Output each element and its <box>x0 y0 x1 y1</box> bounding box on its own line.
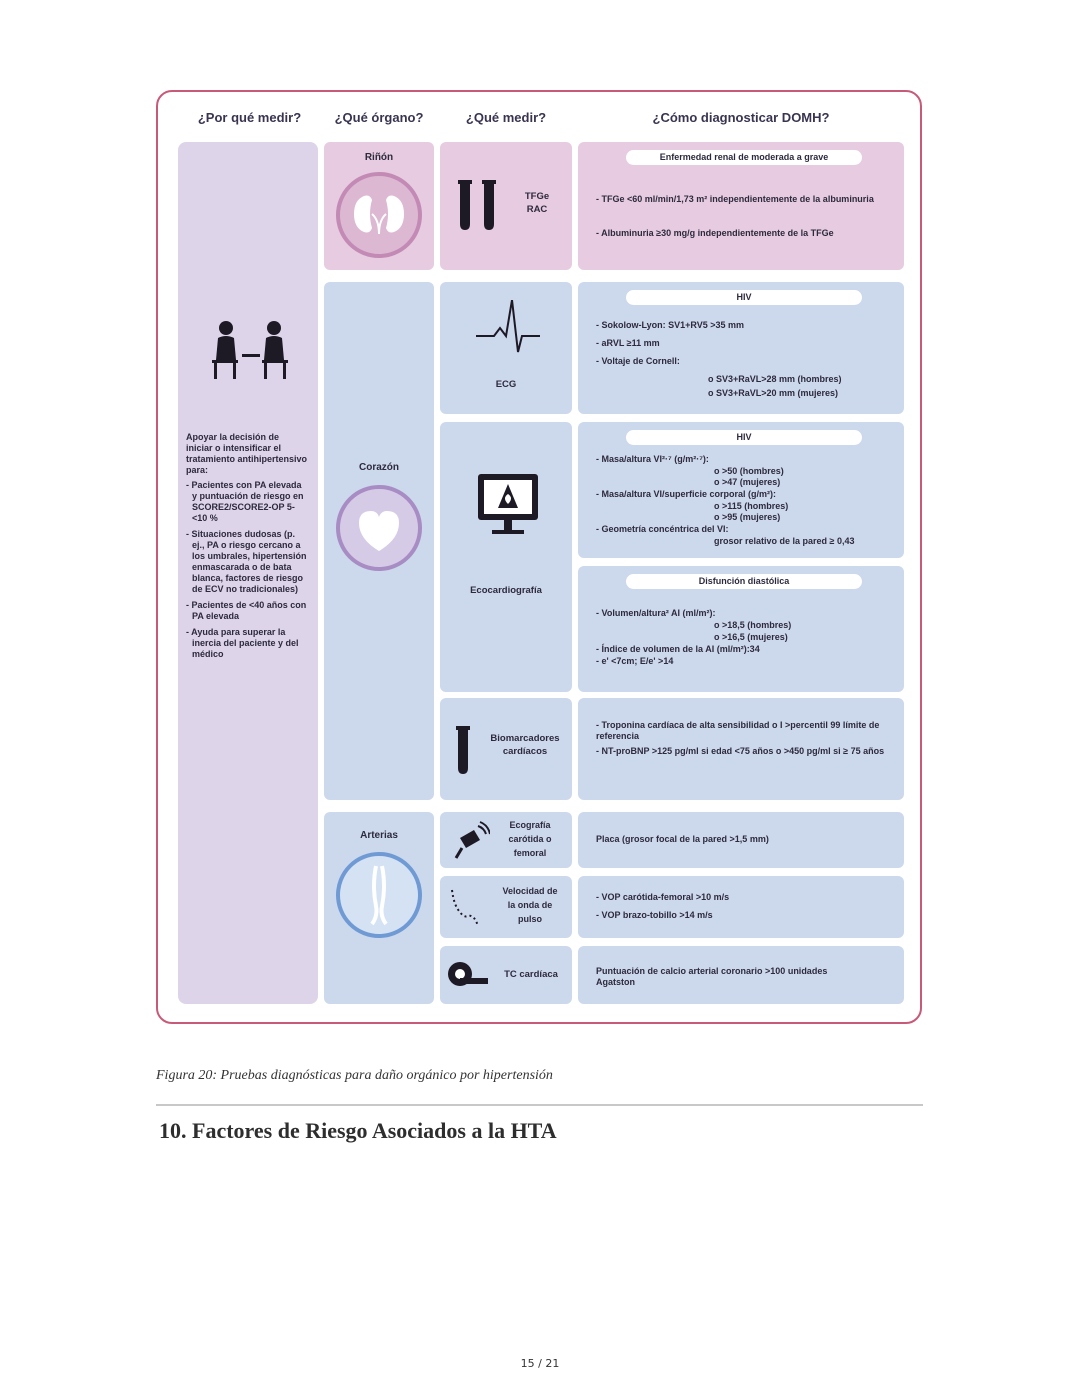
diag-kidney: Enfermedad renal de moderada a grave - T… <box>578 142 904 270</box>
why-list: Pacientes con PA elevada y puntuación de… <box>186 480 308 660</box>
people-talking-icon <box>212 321 288 379</box>
measure-pwv-label: Velocidad de la onda de pulso <box>502 886 558 924</box>
diag-echo-line: grosor relativo de la pared ≥ 0,43 <box>714 536 855 546</box>
diag-ct-text: Puntuación de calcio arterial coronario … <box>596 966 828 987</box>
measure-ct-cell: TC cardíaca <box>440 946 572 1004</box>
measure-ecg-cell: ECG <box>440 282 572 414</box>
diag-ecg-line: o SV3+RaVL>28 mm (hombres) <box>708 374 842 384</box>
diag-ecg-line: - Sokolow-Lyon: SV1+RV5 >35 mm <box>596 320 745 330</box>
diag-ecg: HIV - Sokolow-Lyon: SV1+RV5 >35 mm - aRV… <box>578 282 904 414</box>
diag-carotid: Placa (grosor focal de la pared >1,5 mm) <box>578 812 904 868</box>
measure-pwv-cell: Velocidad de la onda de pulso <box>440 876 572 938</box>
measure-biomarkers-cell: Biomarcadores cardíacos <box>440 698 572 800</box>
diag-ct: Puntuación de calcio arterial coronario … <box>578 946 904 1004</box>
artery-icon <box>336 852 422 938</box>
header-what: ¿Qué medir? <box>465 110 547 125</box>
diag-echo-hiv: HIV - Masa/altura VI²·⁷ (g/m²·⁷): o >50 … <box>578 422 904 558</box>
diag-pwv: - VOP carótida-femoral >10 m/s - VOP bra… <box>578 876 904 938</box>
measure-carotid-cell: Ecografía carótida o femoral <box>440 812 572 868</box>
why-item: Pacientes con PA elevada y puntuación de… <box>186 480 308 524</box>
why-intro: Apoyar la decisión de iniciar o intensif… <box>186 432 308 475</box>
header-how: ¿Cómo diagnosticar DOMH? <box>652 110 830 125</box>
measure-kidney-label: TFGe RAC <box>524 191 550 215</box>
diag-biomarkers: - Troponina cardíaca de alta sensibilida… <box>578 698 904 800</box>
diag-biomarkers-line: - NT-proBNP >125 pg/ml si edad <75 años … <box>596 746 885 756</box>
measure-ct-label: TC cardíaca <box>504 969 558 980</box>
measure-ecg-label: ECG <box>495 379 517 390</box>
diag-diastolic-line: o >18,5 (hombres) <box>714 620 792 630</box>
diag-echo-line: o >47 (mujeres) <box>714 477 781 487</box>
diag-kidney-line: - Albuminuria ≥30 mg/g independientement… <box>596 228 834 238</box>
why-item: Pacientes de <40 años con PA elevada <box>186 600 308 622</box>
header-why: ¿Por qué medir? <box>197 110 302 125</box>
diag-echo-diastolic-title: Disfunción diastólica <box>626 574 862 589</box>
diag-carotid-text: Placa (grosor focal de la pared >1,5 mm) <box>596 834 769 844</box>
diag-echo-line: - Masa/altura VI/superficie corporal (g/… <box>596 489 777 499</box>
diag-ecg-line: - aRVL ≥11 mm <box>596 338 660 348</box>
diag-echo-diastolic: Disfunción diastólica - Volumen/altura² … <box>578 566 904 692</box>
organ-heart: Corazón <box>324 282 434 800</box>
measure-echo-label: Ecocardiografía <box>470 585 542 596</box>
page-number: 15 / 21 <box>520 1357 560 1370</box>
diag-pwv-line: - VOP carótida-femoral >10 m/s <box>596 892 730 902</box>
diag-pwv-line: - VOP brazo-tobillo >14 m/s <box>596 910 713 920</box>
kidney-icon <box>336 172 422 258</box>
diag-biomarkers-line: - Troponina cardíaca de alta sensibilida… <box>596 720 880 741</box>
heart-icon <box>336 485 422 571</box>
diag-diastolic-line: - Índice de volumen de la AI (ml/m²):34 <box>596 644 760 654</box>
figure-caption: Figura 20: Pruebas diagnósticas para dañ… <box>156 1068 553 1083</box>
test-tube-icon <box>456 726 470 774</box>
diag-ecg-line: o SV3+RaVL>20 mm (mujeres) <box>708 388 839 398</box>
diag-kidney-title: Enfermedad renal de moderada a grave <box>626 150 862 165</box>
diag-echo-line: o >115 (hombres) <box>714 501 789 511</box>
why-text: Apoyar la decisión de iniciar o intensif… <box>186 432 308 665</box>
organ-arteries-label: Arterias <box>360 830 398 841</box>
section-title: 10. Factores de Riesgo Asociados a la HT… <box>159 1118 557 1143</box>
organ-arteries: Arterias <box>324 812 434 1004</box>
ecg-wave-icon <box>476 300 540 353</box>
echo-monitor-icon <box>478 474 538 534</box>
diag-echo-line: o >50 (hombres) <box>714 466 784 476</box>
diag-diastolic-line: o >16,5 (mujeres) <box>714 632 788 642</box>
diag-kidney-line: - TFGe <60 ml/min/1,73 m² independientem… <box>596 194 874 204</box>
measure-biomarkers-label: Biomarcadores cardíacos <box>490 733 560 757</box>
diag-diastolic-line: - Volumen/altura² AI (ml/m²): <box>596 608 716 618</box>
diag-diastolic-line: - e' <7cm; E/e' >14 <box>596 656 674 666</box>
organ-heart-label: Corazón <box>359 462 399 473</box>
diag-echo-line: o >95 (mujeres) <box>714 512 781 522</box>
pulse-wave-icon <box>451 889 479 927</box>
why-item: Situaciones dudosas (p. ej., PA o riesgo… <box>186 529 308 595</box>
ultrasound-probe-icon <box>454 821 490 859</box>
organ-kidney: Riñón <box>324 142 434 270</box>
diag-echo-hiv-title: HIV <box>626 430 862 445</box>
test-tube-icon <box>458 180 496 230</box>
organ-kidney-label: Riñón <box>364 152 394 163</box>
measure-echo-cell: Ecocardiografía <box>440 422 572 692</box>
diag-echo-line: - Geometría concéntrica del VI: <box>596 524 729 534</box>
measure-carotid-label: Ecografía carótida o femoral <box>508 820 552 858</box>
section-divider <box>156 1104 923 1106</box>
diag-ecg-line: - Voltaje de Cornell: <box>596 356 680 366</box>
diag-ecg-title: HIV <box>626 290 862 305</box>
measure-kidney-cell: TFGe RAC <box>440 142 572 270</box>
diag-echo-line: - Masa/altura VI²·⁷ (g/m²·⁷): <box>596 454 709 464</box>
header-organ: ¿Qué órgano? <box>334 110 424 125</box>
ct-scanner-icon <box>448 962 488 986</box>
diagnostic-tests-figure: ¿Por qué medir? ¿Qué órgano? ¿Qué medir?… <box>156 90 922 1024</box>
why-item: Ayuda para superar la inercia del pacien… <box>186 627 308 660</box>
